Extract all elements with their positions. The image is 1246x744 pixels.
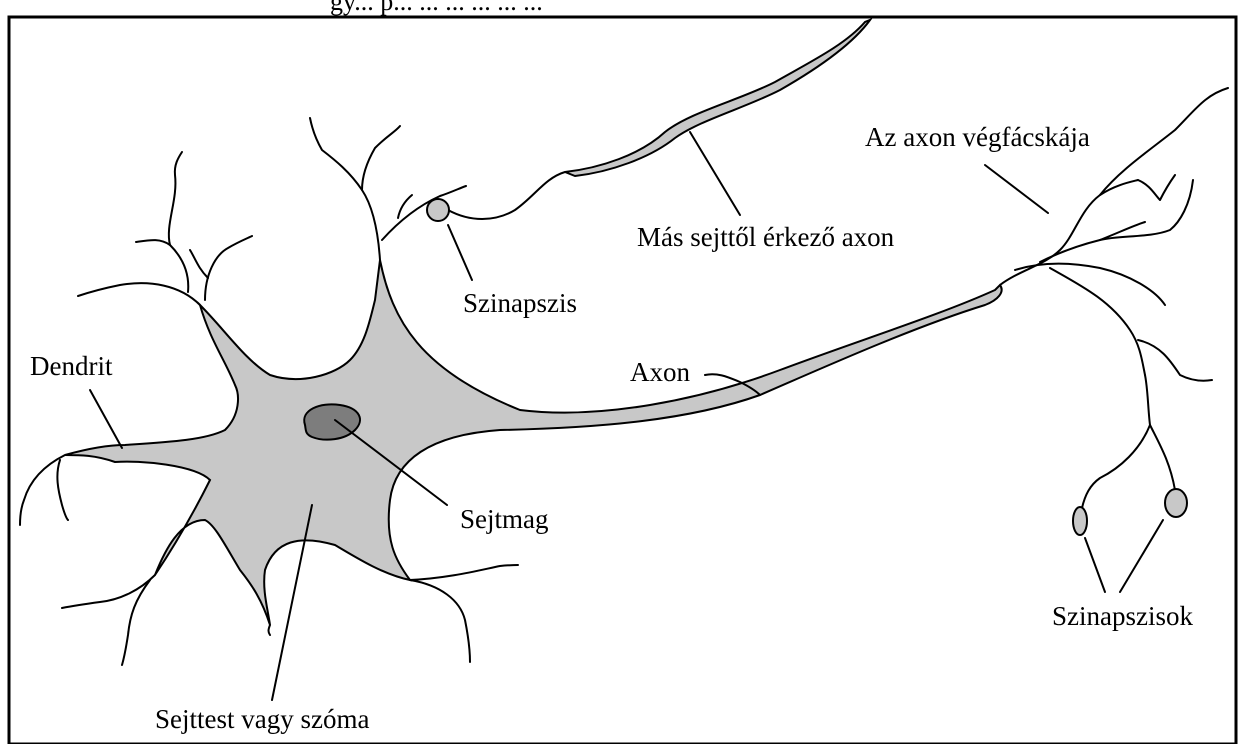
leader-szinapszisok xyxy=(1085,538,1105,592)
label-mas-axon: Más sejttől érkező axon xyxy=(637,222,895,252)
dendrite-branch xyxy=(410,580,470,662)
axon-terminal-branch xyxy=(1145,375,1150,425)
label-szinapszisok: Szinapszisok xyxy=(1052,601,1193,631)
incoming-axon-sheath xyxy=(565,20,870,176)
incoming-axon-fiber xyxy=(448,172,565,219)
label-axon: Axon xyxy=(630,357,690,387)
leader-szinapszis xyxy=(448,225,472,280)
leader-mas-axon xyxy=(690,132,740,215)
synapse-knob xyxy=(427,199,449,221)
axon-terminal-branch xyxy=(1150,425,1175,490)
dendrite-branch xyxy=(169,152,182,245)
leader-dendrit xyxy=(90,390,122,448)
axon-terminal-branch xyxy=(1015,264,1165,305)
dendrite-branch xyxy=(269,625,271,635)
dendrite-branch xyxy=(122,580,150,665)
axon-terminal-branch xyxy=(1100,180,1193,240)
label-szinapszis: Szinapszis xyxy=(463,288,577,318)
dendrite-branch xyxy=(310,118,380,260)
dendrite-branch xyxy=(410,565,518,580)
axon-terminal-branch xyxy=(1100,88,1228,195)
axon-terminal-branch xyxy=(1138,340,1212,381)
label-sejtmag: Sejtmag xyxy=(460,504,549,534)
axon-terminal-branch xyxy=(1040,222,1145,262)
dendrite-branch xyxy=(57,460,68,520)
dendrite-branch xyxy=(362,126,400,190)
dendrite-branch xyxy=(78,283,200,305)
leader-vegfacskaja xyxy=(985,165,1048,213)
axon-terminal-branch xyxy=(1138,175,1175,200)
label-dendrit: Dendrit xyxy=(30,351,113,381)
terminal-synapse-knob xyxy=(1165,489,1187,517)
axon-terminal-branch xyxy=(1050,268,1145,375)
axon-terminal-branch xyxy=(1082,425,1150,508)
dendrite-branch xyxy=(136,240,188,292)
label-vegfacskaja: Az axon végfácskája xyxy=(865,122,1090,152)
label-szoma: Sejttest vagy szóma xyxy=(155,704,369,734)
leader-szinapszisok xyxy=(1120,520,1163,592)
top-caption: gy... p... ... ... ... ... ... xyxy=(330,0,543,16)
dendrite-branch xyxy=(205,236,252,300)
terminal-synapse-knob xyxy=(1073,507,1087,535)
dendrite-branch xyxy=(190,250,208,278)
